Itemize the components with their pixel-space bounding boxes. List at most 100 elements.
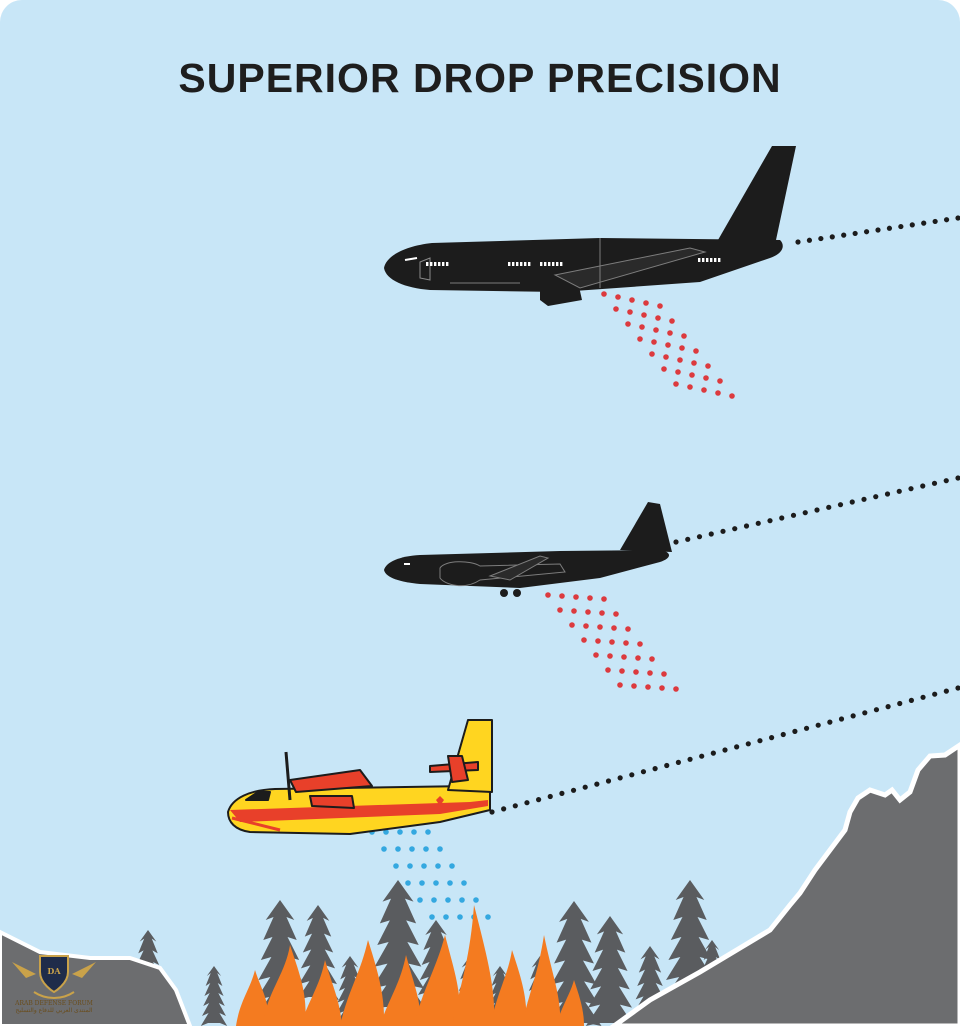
flight-path-dot xyxy=(897,701,902,706)
drop-dot xyxy=(423,846,429,852)
drop-dot xyxy=(437,846,443,852)
drop-dot xyxy=(639,324,645,330)
drop-dot xyxy=(641,312,647,318)
drop-dot xyxy=(405,880,411,886)
drop-dot xyxy=(667,330,673,336)
drop-dot xyxy=(703,375,709,381)
drop-dot xyxy=(429,914,435,920)
window xyxy=(718,258,720,262)
flight-path-dot xyxy=(910,222,915,227)
window xyxy=(520,262,522,266)
drop-dot xyxy=(625,626,631,632)
flight-path-dot xyxy=(818,236,823,241)
drop-dot xyxy=(601,291,607,297)
drop-dot xyxy=(613,611,619,617)
drop-dot xyxy=(647,670,653,676)
window xyxy=(544,262,546,266)
flight-path-dot xyxy=(804,726,809,731)
drop-dot xyxy=(425,829,431,835)
flight-path-dot xyxy=(827,720,832,725)
drop-dot xyxy=(395,846,401,852)
drop-dot xyxy=(637,641,643,647)
flight-path-dot xyxy=(618,775,623,780)
flight-path-dot xyxy=(886,704,891,709)
flight-path-dot xyxy=(944,217,949,222)
window xyxy=(512,262,514,266)
flight-path-dot xyxy=(664,763,669,768)
flight-path-dot xyxy=(944,478,949,483)
window xyxy=(524,262,526,266)
flight-path-dot xyxy=(887,226,892,231)
flight-path-dot xyxy=(898,224,903,229)
flight-path-dot xyxy=(933,219,938,224)
drop-dot xyxy=(435,863,441,869)
flight-path-dot xyxy=(699,754,704,759)
flight-path-dot xyxy=(873,494,878,499)
flight-path-dot xyxy=(839,716,844,721)
drop-dot xyxy=(569,622,575,628)
window xyxy=(710,258,712,262)
flight-path-dot xyxy=(687,757,692,762)
flight-path-dot xyxy=(921,221,926,226)
flight-path-dot xyxy=(629,772,634,777)
drop-dot xyxy=(717,378,723,384)
flight-path-dot xyxy=(769,735,774,740)
drop-dot xyxy=(677,357,683,363)
drop-dot xyxy=(545,592,551,598)
window xyxy=(516,262,518,266)
flight-path-dot xyxy=(697,534,702,539)
flight-path-dot xyxy=(779,515,784,520)
drop-dot xyxy=(617,682,623,688)
flight-path-dot xyxy=(944,689,949,694)
drop-dot xyxy=(693,348,699,354)
drop-dot xyxy=(673,381,679,387)
drop-dot xyxy=(675,369,681,375)
flight-path-dot xyxy=(571,788,576,793)
window xyxy=(548,262,550,266)
flight-path-dot xyxy=(711,751,716,756)
flight-path-dot xyxy=(653,766,658,771)
flight-path-dot xyxy=(767,518,772,523)
flight-path-dot xyxy=(781,732,786,737)
drop-dot xyxy=(409,846,415,852)
watermark-text-en: ARAB DEFENSE FORUM xyxy=(6,1000,102,1007)
flight-path-dot xyxy=(746,741,751,746)
drop-dot xyxy=(635,655,641,661)
flight-path-dot xyxy=(861,497,866,502)
drop-dot xyxy=(681,333,687,339)
flight-path-dot xyxy=(744,523,749,528)
drop-dot xyxy=(625,321,631,327)
flight-path-dot xyxy=(874,707,879,712)
flight-path-dot xyxy=(792,729,797,734)
flight-path-dot xyxy=(720,529,725,534)
window xyxy=(540,262,542,266)
drop-dot xyxy=(421,863,427,869)
flight-path-dot xyxy=(757,738,762,743)
drop-dot xyxy=(705,363,711,369)
window xyxy=(434,262,436,266)
drop-dot xyxy=(631,683,637,689)
flight-path-dot xyxy=(920,483,925,488)
flight-path-dot xyxy=(501,806,506,811)
drop-dot xyxy=(609,639,615,645)
window xyxy=(560,262,562,266)
window xyxy=(430,262,432,266)
window xyxy=(706,258,708,262)
drop-dot xyxy=(729,393,735,399)
drop-dot xyxy=(447,880,453,886)
drop-dot xyxy=(397,829,403,835)
drop-dot xyxy=(659,685,665,691)
flight-path-dot xyxy=(722,747,727,752)
drop-dot xyxy=(583,623,589,629)
flight-path-dot xyxy=(795,239,800,244)
flight-path-dot xyxy=(853,231,858,236)
flight-path-dot xyxy=(830,234,835,239)
flight-path-dot xyxy=(826,505,831,510)
window xyxy=(442,262,444,266)
drop-dot xyxy=(643,300,649,306)
flight-path-dot xyxy=(524,800,529,805)
flight-path-dot xyxy=(851,713,856,718)
drop-dot xyxy=(449,863,455,869)
window xyxy=(714,258,716,262)
